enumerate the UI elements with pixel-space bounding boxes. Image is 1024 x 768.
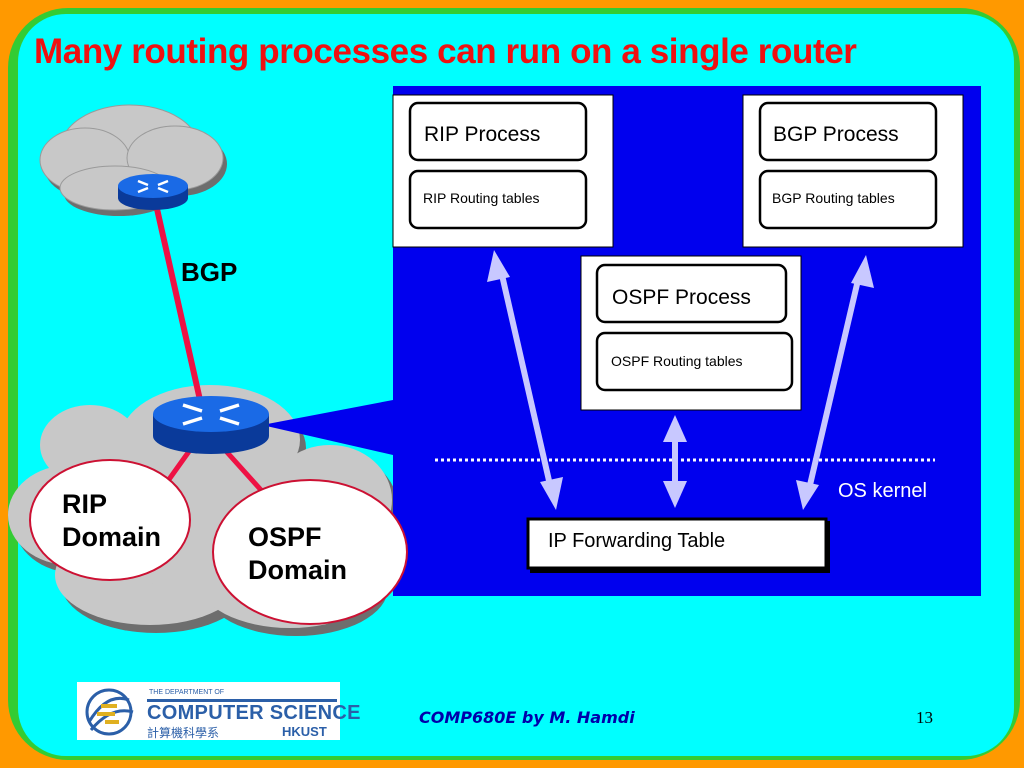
logo-chinese-text: 計算機科學系 <box>147 726 220 740</box>
forwarding-table-label: IP Forwarding Table <box>548 530 726 552</box>
rip-domain-label: RIP Domain <box>62 489 162 552</box>
slide-footer: COMP680E by M. Hamdi <box>419 708 635 727</box>
rip-process-label: RIP Process <box>424 123 541 146</box>
double-arrow-icon <box>796 255 874 510</box>
main-router-icon <box>153 396 269 454</box>
bgp-link <box>152 199 203 401</box>
hkust-logo-icon: THE DEPARTMENT OF COMPUTER SCIENCE 計算機科學… <box>77 682 360 740</box>
os-kernel-label: OS kernel <box>838 480 927 502</box>
slide-title: Many routing processes can run on a sing… <box>34 32 857 71</box>
bgp-tables-label: BGP Routing tables <box>772 190 895 206</box>
bgp-link-label: BGP <box>181 257 238 287</box>
callout-wedge <box>262 400 393 455</box>
top-router-icon <box>118 174 188 210</box>
page-number: 13 <box>916 708 933 727</box>
forwarding-table-box <box>526 517 828 570</box>
logo-university-text: HKUST <box>282 724 327 739</box>
bgp-process-label: BGP Process <box>773 123 899 146</box>
double-arrow-icon <box>487 250 563 510</box>
double-arrow-icon <box>663 415 687 508</box>
rip-tables-label: RIP Routing tables <box>423 190 540 206</box>
ospf-domain-label: OSPF Domain <box>248 522 348 585</box>
logo-small-text: THE DEPARTMENT OF <box>149 689 225 696</box>
rip-domain-ellipse <box>29 459 191 581</box>
ospf-domain-ellipse <box>212 479 408 625</box>
ospf-tables-label: OSPF Routing tables <box>611 353 743 369</box>
ospf-process-label: OSPF Process <box>612 286 751 309</box>
logo-main-text: COMPUTER SCIENCE <box>147 702 361 724</box>
